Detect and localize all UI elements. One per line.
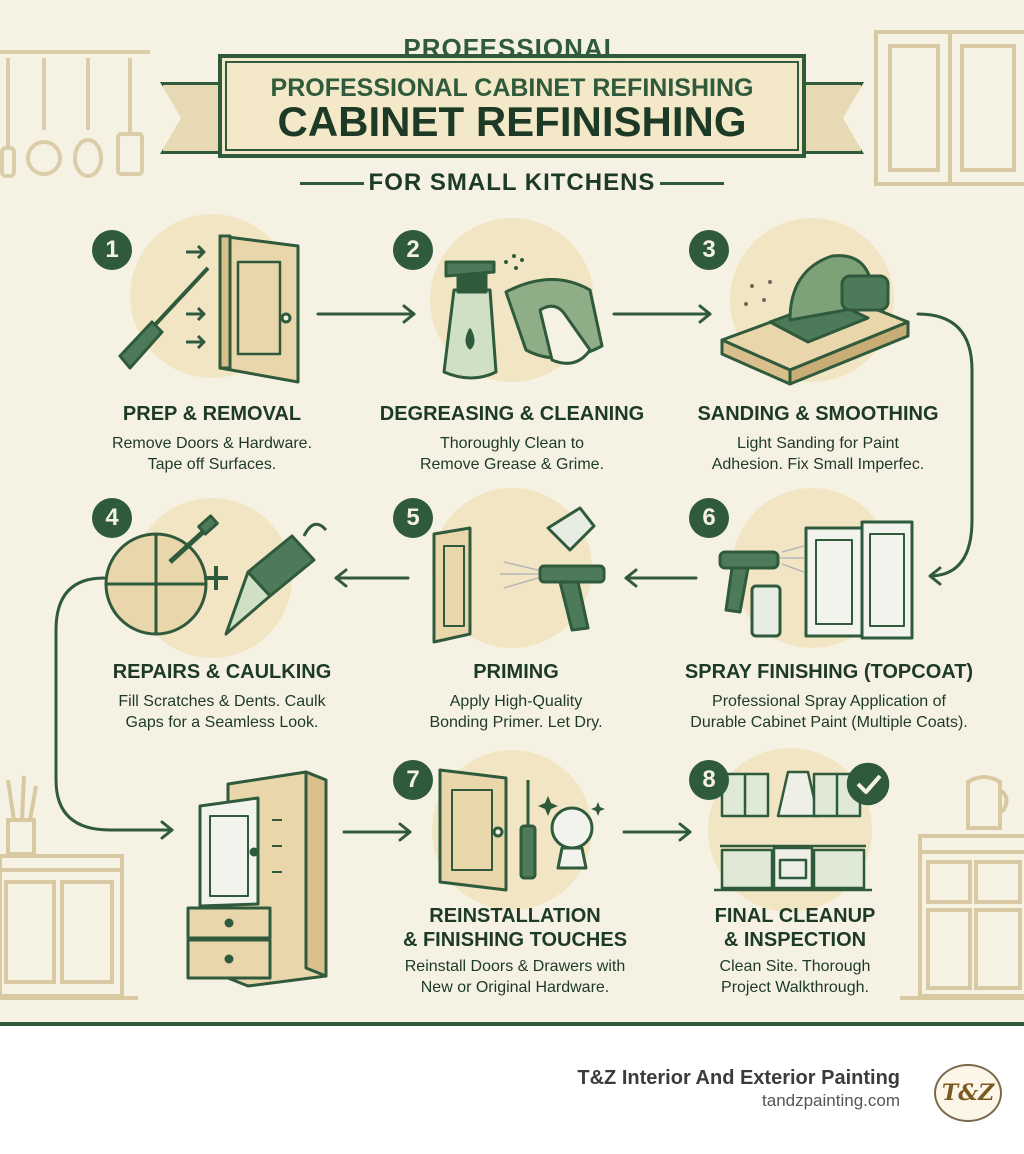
- step-5-desc-1: Apply High-Quality: [449, 693, 583, 710]
- step-6-desc-2: Durable Cabinet Paint (Multiple Coats).: [690, 714, 968, 731]
- step-2-title: DEGREASING & CLEANING: [379, 403, 645, 425]
- company-logo: T&Z: [934, 1064, 1002, 1122]
- title-line-3: CABINET REFINISHING: [277, 98, 747, 145]
- step-2-badge: 2: [393, 230, 433, 270]
- cabinet-reassembly-icon: [186, 770, 328, 988]
- step-8-title: FINAL CLEANUP: [714, 905, 876, 927]
- footer-company-name: T&Z Interior And Exterior Painting: [577, 1067, 900, 1089]
- title-top: PROFESSIONAL: [403, 33, 621, 63]
- flow-arrows: [54, 304, 974, 842]
- spray-gun-doors-icon: [718, 520, 914, 640]
- wood-caulk-icon: [104, 514, 328, 636]
- orbital-sander-icon: [720, 254, 910, 386]
- door-screwdriver-knob-icon: [438, 768, 605, 892]
- step-4-desc-1: Fill Scratches & Dents. Caulk: [118, 693, 326, 710]
- subtitle: FOR SMALL KITCHENS: [368, 169, 656, 196]
- step-7-title-2: & FINISHING TOUCHES: [402, 929, 628, 951]
- subtitle-rule-right: [660, 182, 724, 185]
- step-3-desc-1: Light Sanding for Paint: [737, 435, 899, 452]
- step-6-badge: 6: [689, 498, 729, 538]
- infographic-poster: PROFESSIONAL PROFESSIONAL CABINET REFINI…: [0, 0, 1024, 1026]
- step-8-title-2: & INSPECTION: [723, 929, 867, 951]
- step-8-badge: 8: [689, 760, 729, 800]
- step-1-title: PREP & REMOVAL: [122, 403, 302, 425]
- step-5-title: PRIMING: [473, 661, 559, 683]
- lower-cabinet-right-icon: [900, 775, 1024, 1000]
- step-2-desc-2: Remove Grease & Grime.: [419, 456, 605, 473]
- footer-website-link[interactable]: tandzpainting.com: [762, 1091, 900, 1110]
- finished-kitchen-icon: [714, 762, 890, 892]
- step-8-desc-1: Clean Site. Thorough: [719, 958, 871, 975]
- step-7-desc-1: Reinstall Doors & Drawers with: [404, 958, 626, 975]
- step-2-desc-1: Thoroughly Clean to: [439, 435, 585, 452]
- step-6-desc-1: Professional Spray Application of: [712, 693, 946, 710]
- step-4-desc-2: Gaps for a Seamless Look.: [125, 714, 319, 731]
- spray-bottle-cloth-icon: [442, 254, 604, 380]
- step-4-badge: 4: [92, 498, 132, 538]
- step-7-badge: 7: [393, 760, 433, 800]
- screwdriver-door-icon: [118, 234, 300, 384]
- panel-spray-gun-icon: [432, 506, 606, 644]
- step-7-title: REINSTALLATION: [429, 905, 601, 927]
- wall-cabinet-icon: [874, 30, 1024, 186]
- step-1-desc-1: Remove Doors & Hardware.: [111, 435, 313, 452]
- step-6-title: SPRAY FINISHING (TOPCOAT): [684, 661, 974, 683]
- step-3-title: SANDING & SMOOTHING: [697, 403, 939, 425]
- step-3-badge: 3: [689, 230, 729, 270]
- step-1-desc-2: Tape off Surfaces.: [147, 456, 277, 473]
- step-1-badge: 1: [92, 230, 132, 270]
- step-4-title: REPAIRS & CAULKING: [112, 661, 332, 683]
- subtitle-rule-left: [300, 182, 364, 185]
- utensil-rack-icon: [0, 50, 150, 178]
- step-5-desc-2: Bonding Primer. Let Dry.: [429, 714, 603, 731]
- lower-cabinet-left-icon: [0, 775, 138, 1000]
- step-8-desc-2: Project Walkthrough.: [721, 979, 869, 996]
- illustrations-layer: [0, 30, 1024, 1000]
- poster-bottom-rule: [0, 1022, 1024, 1026]
- step-3-desc-2: Adhesion. Fix Small Imperfec.: [711, 456, 925, 473]
- title-line-2: PROFESSIONAL CABINET REFINISHING: [270, 74, 754, 102]
- step-7-desc-2: New or Original Hardware.: [420, 979, 610, 996]
- step-5-badge: 5: [393, 498, 433, 538]
